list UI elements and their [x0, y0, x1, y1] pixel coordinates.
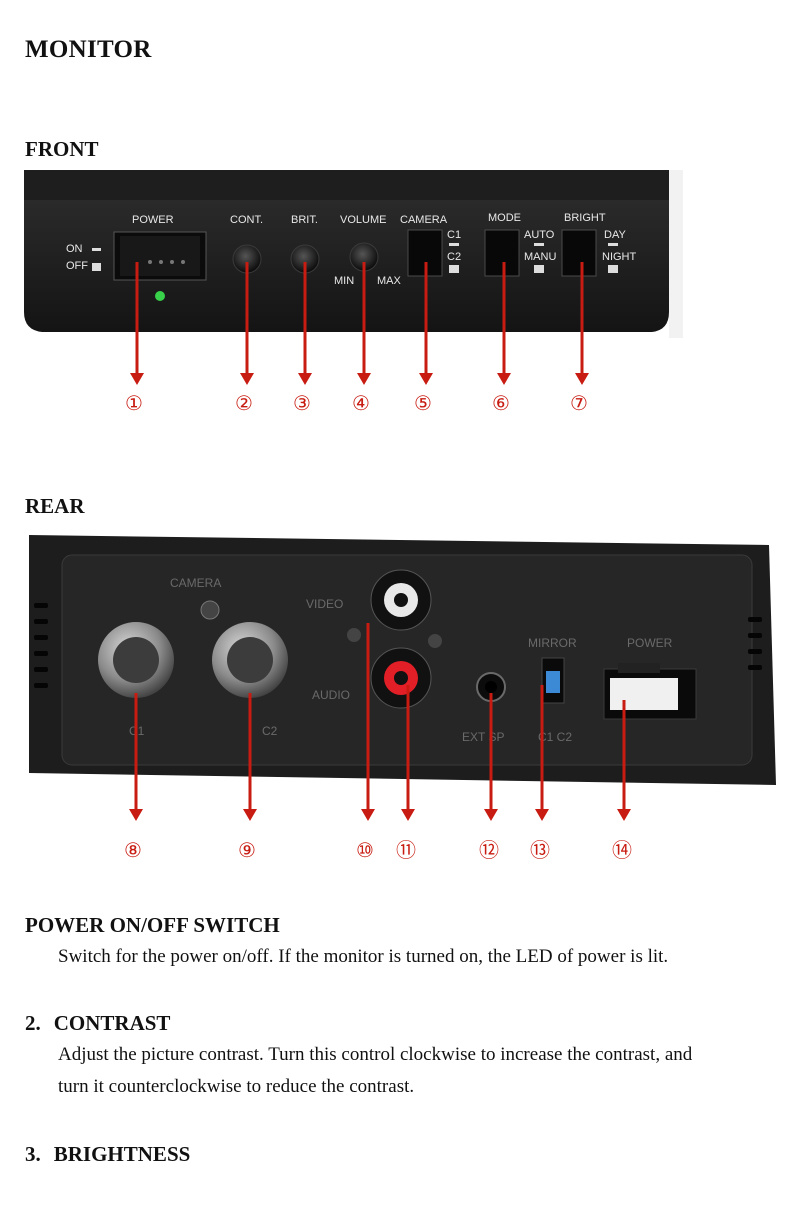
section-number: 3.	[25, 1142, 41, 1166]
front-panel-photo: POWER ON OFF CONT. BRIT. VOLUME MIN MAX …	[24, 170, 683, 415]
label-video: VIDEO	[306, 597, 343, 611]
rear-panel-photo: CAMERA C1 C2 VIDEO AUDIO EXT SP MIRROR C…	[29, 535, 776, 862]
callout-5: ⑤	[414, 393, 432, 415]
callout-1: ①	[125, 393, 143, 415]
label-power: POWER	[132, 214, 174, 226]
front-heading: FRONT	[25, 137, 99, 161]
callout-12: ⑫	[479, 839, 499, 862]
label-max: MAX	[377, 275, 402, 287]
section-text-line: turn it counterclockwise to reduce the c…	[58, 1076, 415, 1097]
callout-8: ⑧	[124, 840, 142, 862]
callout-7: ⑦	[570, 393, 588, 415]
front-top-bezel	[24, 170, 669, 200]
callout-14: ⑭	[612, 839, 632, 862]
callout-3: ③	[293, 393, 311, 415]
section-title: CONTRAST	[53, 1011, 171, 1035]
label-ext-sp: EXT SP	[462, 730, 504, 744]
label-mirror-c: C1 C2	[538, 730, 572, 744]
rear-vents	[34, 603, 762, 688]
label-off: OFF	[66, 260, 88, 272]
label-mode: MODE	[488, 212, 521, 224]
page-title: MONITOR	[25, 36, 152, 63]
front-callouts: ① ② ③ ④ ⑤ ⑥ ⑦	[125, 393, 588, 415]
callout-4: ④	[352, 393, 370, 415]
callout-9: ⑨	[238, 840, 256, 862]
label-bright: BRIGHT	[564, 212, 606, 224]
label-min: MIN	[334, 275, 354, 287]
power-led	[155, 291, 165, 301]
callout-13: ⑬	[530, 839, 550, 862]
label-c1: C1	[447, 229, 461, 241]
section-text: Switch for the power on/off. If the moni…	[58, 946, 669, 967]
callout-10: ⑩	[356, 840, 374, 862]
callout-6: ⑥	[492, 393, 510, 415]
label-volume: VOLUME	[340, 214, 386, 226]
rear-callouts: ⑧ ⑨ ⑩ ⑪ ⑫ ⑬ ⑭	[124, 839, 632, 862]
section-number: 2.	[25, 1011, 41, 1035]
label-day: DAY	[604, 229, 626, 241]
label-c2: C2	[447, 251, 461, 263]
rear-heading: REAR	[25, 494, 85, 518]
label-camera: CAMERA	[400, 214, 448, 226]
label-power-rear: POWER	[627, 636, 673, 650]
label-mirror: MIRROR	[528, 636, 577, 650]
label-auto: AUTO	[524, 229, 555, 241]
section-text-line: Adjust the picture contrast. Turn this c…	[58, 1044, 693, 1065]
label-brit: BRIT.	[291, 214, 318, 226]
label-manu: MANU	[524, 251, 556, 263]
label-audio: AUDIO	[312, 688, 350, 702]
section-contrast: 2. CONTRAST Adjust the picture contrast. …	[25, 1011, 805, 1103]
bright-switch	[561, 229, 597, 277]
callout-2: ②	[235, 393, 253, 415]
label-on: ON	[66, 243, 83, 255]
mode-switch	[484, 229, 520, 277]
section-power-switch: POWER ON/OFF SWITCH Switch for the power…	[25, 913, 795, 973]
label-c2-rear: C2	[262, 724, 278, 738]
label-night: NIGHT	[602, 251, 637, 263]
section-title: BRIGHTNESS	[53, 1142, 191, 1166]
section-brightness: 3. BRIGHTNESS	[25, 1142, 795, 1167]
section-title: POWER ON/OFF SWITCH	[25, 913, 280, 937]
label-cont: CONT.	[230, 214, 263, 226]
callout-11: ⑪	[396, 839, 416, 862]
label-camera-rear: CAMERA	[170, 576, 221, 590]
